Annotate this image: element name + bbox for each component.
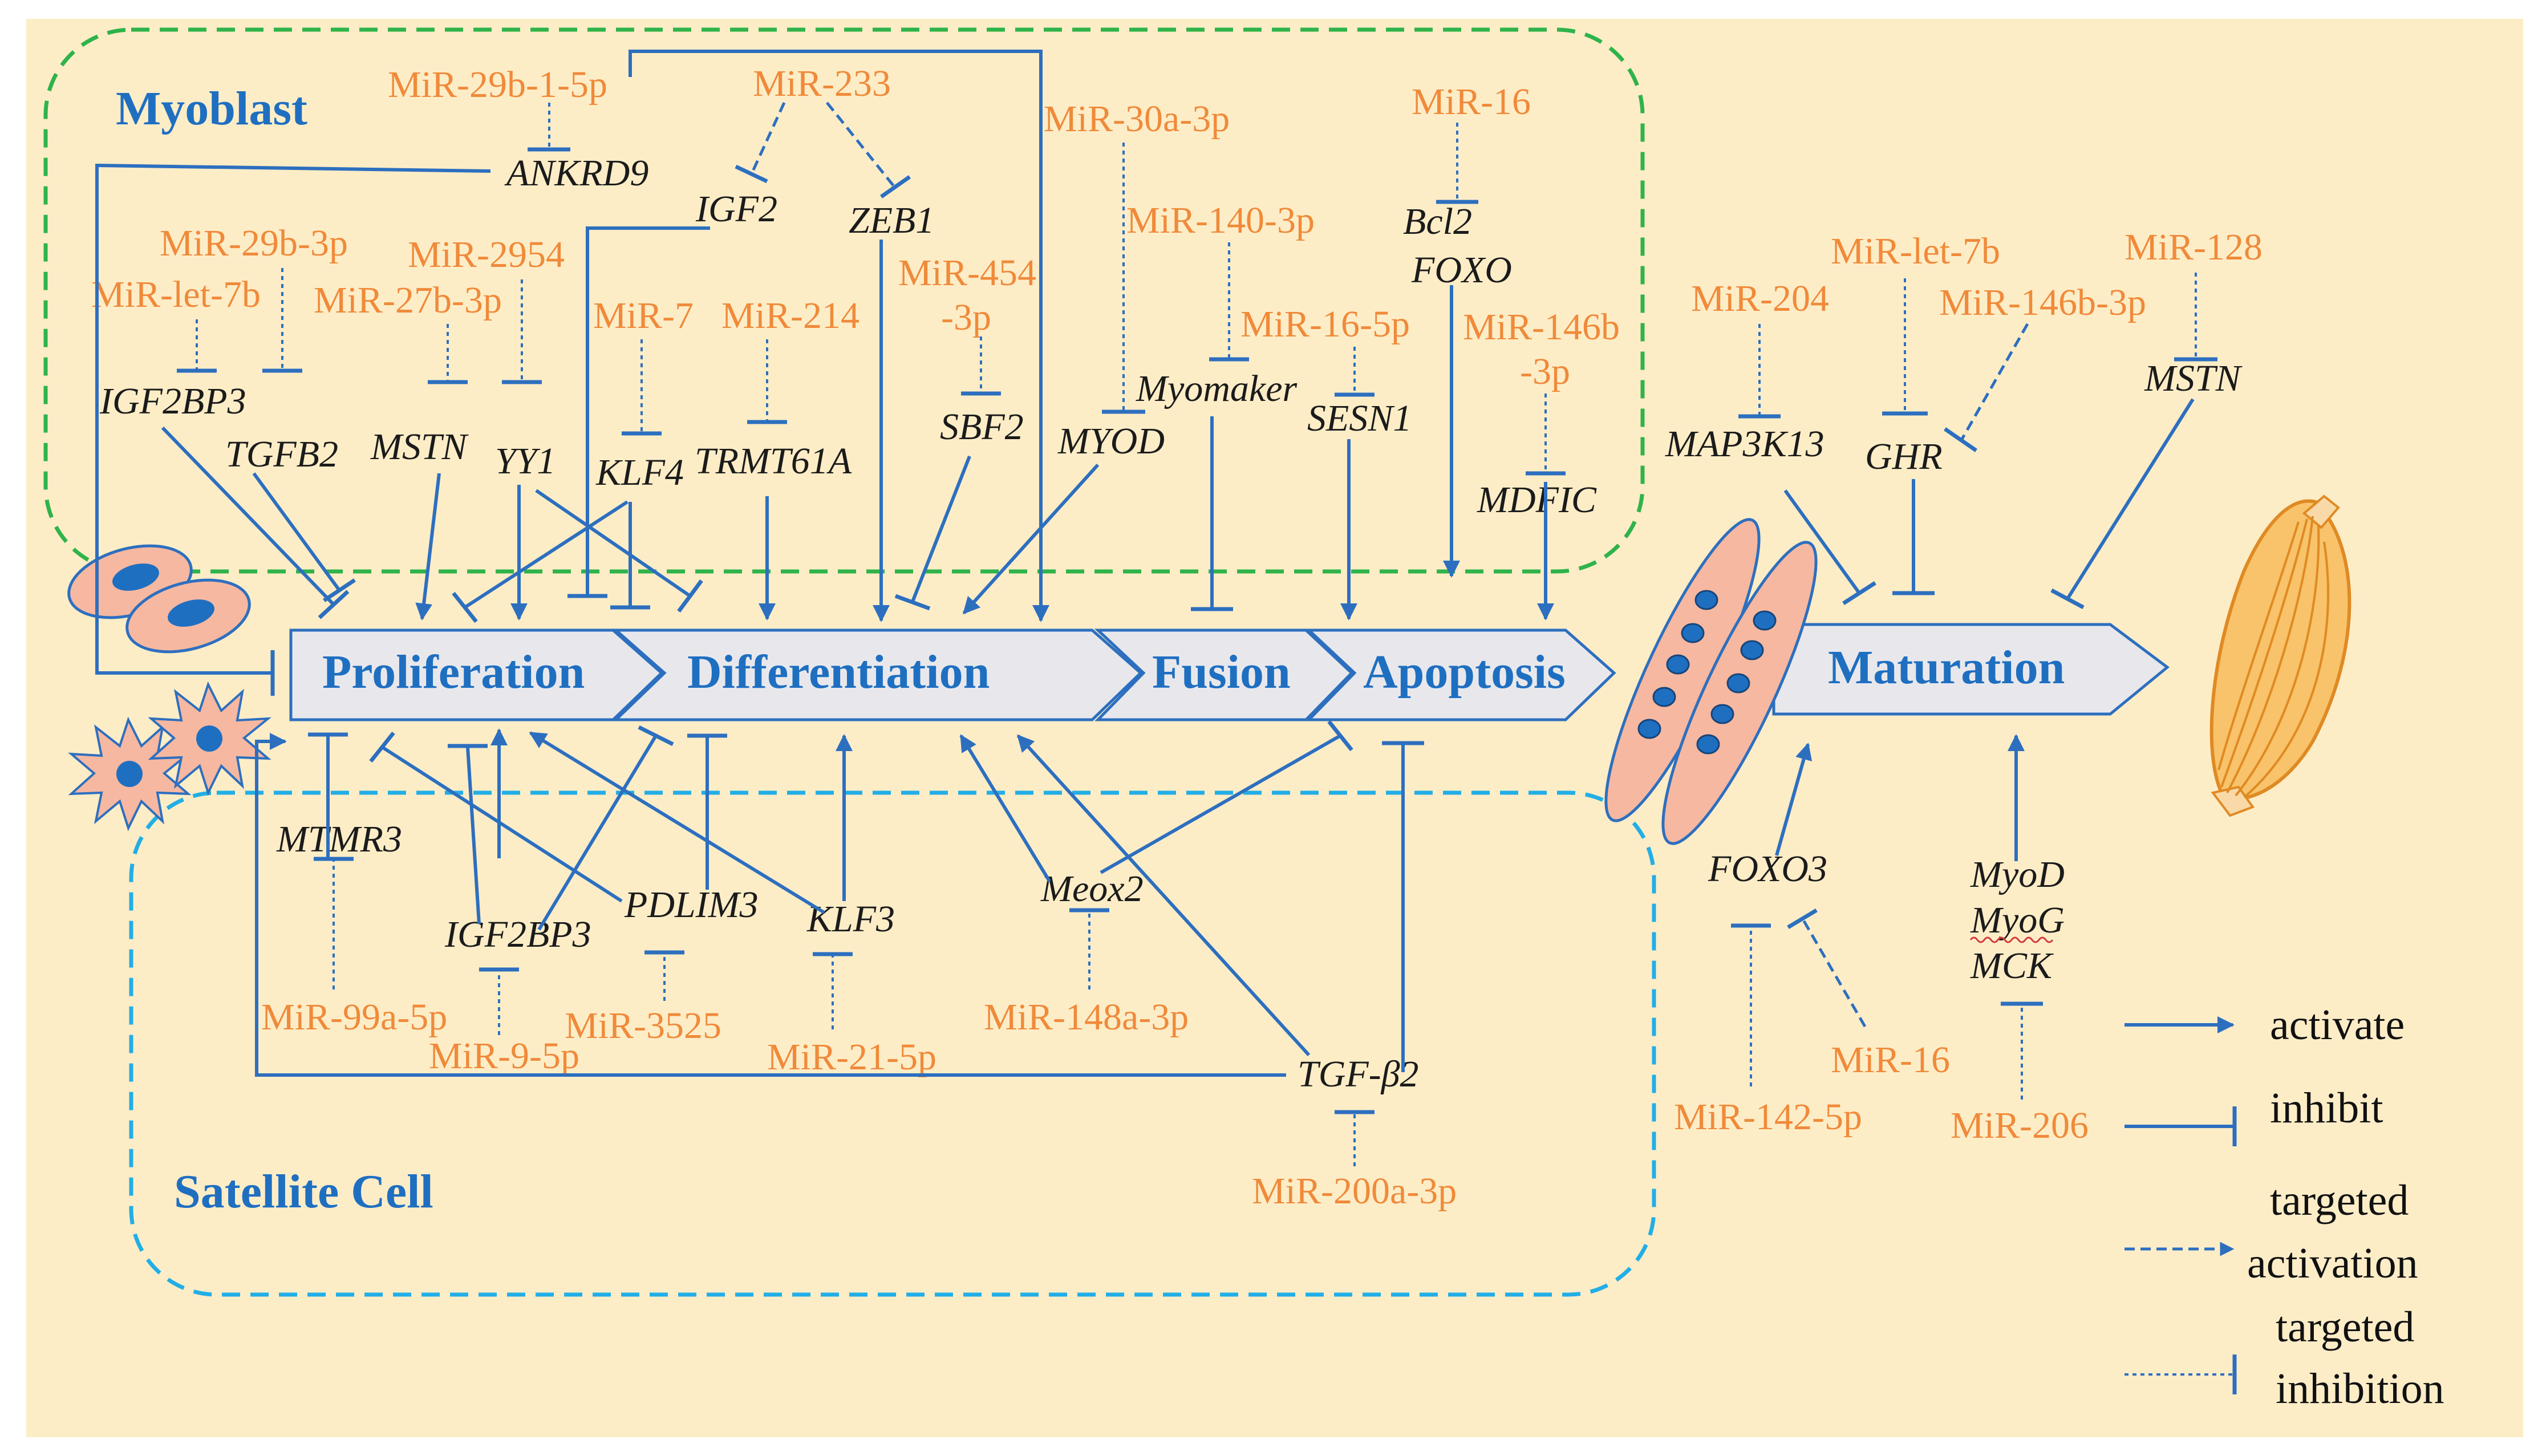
gene-label: Meox2 — [1040, 868, 1144, 910]
mirna-label: MiR-200a-3p — [1252, 1170, 1457, 1212]
mirna-label: MiR-233 — [753, 63, 891, 104]
mirna-label: MiR-454 — [898, 252, 1036, 294]
stage-label-maturation: Maturation — [1828, 641, 2065, 694]
legend: activate inhibit targeted activation tar… — [2124, 1001, 2444, 1413]
gene-label: MSTN — [370, 426, 469, 468]
gene-label: IGF2BP3 — [99, 380, 246, 422]
differentiation-stage-box — [612, 628, 1143, 721]
gene-label: MDFIC — [1477, 479, 1597, 521]
legend-label-inhibition: inhibition — [2276, 1365, 2444, 1413]
gene-label: IGF2 — [695, 188, 777, 230]
mirna-label: MiR-140-3p — [1126, 200, 1315, 241]
mirna-label: MiR-16 — [1412, 81, 1531, 123]
proliferation-stage-box — [289, 628, 664, 721]
gene-label: FOXO3 — [1708, 848, 1827, 890]
mirna-label: MiR-146b-3p — [1939, 282, 2146, 323]
region-label-satellite-cell: Satellite Cell — [174, 1165, 433, 1218]
mirna-label: MiR-21-5p — [767, 1036, 936, 1078]
myoblast-region — [43, 27, 1645, 574]
gene-label: TRMT61A — [695, 440, 852, 482]
stage-label-apoptosis: Apoptosis — [1363, 646, 1566, 699]
spellcheck-underline — [1969, 936, 2054, 943]
mirna-label: MiR-29b-1-5p — [388, 64, 607, 106]
satellite-cells-illustration — [68, 681, 272, 832]
gene-label: MyoG — [1970, 899, 2065, 941]
region-label-myoblast: Myoblast — [116, 82, 307, 135]
gene-label: IGF2BP3 — [444, 914, 591, 955]
stage-label-proliferation: Proliferation — [322, 646, 585, 699]
gene-label: KLF3 — [806, 898, 895, 940]
gene-label: MSTN — [2144, 358, 2243, 399]
mirna-label: MiR-9-5p — [429, 1035, 579, 1077]
mirna-label: MiR-29b-3p — [160, 222, 348, 264]
gene-label: MAP3K13 — [1665, 423, 1825, 465]
mirna-label: MiR-2954 — [408, 234, 565, 275]
apoptosis-stage-box — [1305, 628, 1616, 721]
legend-label-activation: activation — [2247, 1239, 2418, 1287]
gene-label: Myomaker — [1136, 368, 1298, 409]
mirna-label: MiR-16 — [1831, 1039, 1950, 1081]
gene-label: MTMR3 — [276, 818, 402, 860]
mirna-label: MiR-142-5p — [1674, 1096, 1862, 1138]
mirna-label: MiR-3525 — [565, 1005, 721, 1047]
gene-label: GHR — [1865, 436, 1943, 477]
mirna-label: MiR-99a-5p — [261, 996, 447, 1038]
mirna-label: -3p — [941, 297, 991, 338]
stage-label-differentiation: Differentiation — [687, 646, 990, 699]
mirna-label: MiR-204 — [1691, 278, 1829, 319]
myotube-illustration — [1604, 518, 1818, 845]
gene-stage-edges — [95, 50, 2195, 1077]
mirna-label: MiR-16-5p — [1240, 303, 1410, 345]
fusion-stage-box — [1094, 628, 1354, 721]
legend-label-targeted: targeted — [2276, 1303, 2414, 1351]
gene-label: TGF-β2 — [1298, 1053, 1419, 1095]
stage-label-fusion: Fusion — [1152, 646, 1291, 699]
gene-label: FOXO — [1411, 249, 1512, 291]
muscle-fiber-illustration — [2209, 494, 2351, 817]
mirna-label: MiR-206 — [1951, 1105, 2089, 1146]
gene-label: YY1 — [495, 440, 556, 482]
mirna-label: MiR-let-7b — [1831, 230, 2000, 272]
legend-label-targeted: targeted — [2270, 1177, 2409, 1224]
gene-label: TGFB2 — [225, 433, 338, 475]
gene-label: Bcl2 — [1403, 201, 1472, 242]
gene-label: MYOD — [1057, 420, 1165, 462]
gene-label: PDLIM3 — [624, 884, 759, 926]
myoblast-cells-illustration — [67, 544, 251, 654]
mirna-label: MiR-27b-3p — [314, 279, 502, 321]
mirna-label: MiR-30a-3p — [1044, 98, 1230, 140]
gene-label: SESN1 — [1307, 398, 1412, 439]
mirna-target-edges — [177, 102, 2217, 1166]
mirna-label: MiR-128 — [2124, 226, 2263, 268]
satellite-cell-region — [129, 790, 1656, 1297]
gene-label: ZEB1 — [849, 200, 934, 241]
gene-label: KLF4 — [595, 452, 684, 493]
gene-label: MCK — [1970, 945, 2054, 987]
gene-label: SBF2 — [940, 406, 1024, 448]
mirna-label: MiR-7 — [593, 295, 694, 336]
mirna-label: MiR-214 — [721, 295, 859, 336]
diagram-background — [26, 19, 2523, 1437]
mirna-label: -3p — [1520, 351, 1570, 392]
mirna-label: MiR-148a-3p — [984, 996, 1189, 1038]
legend-label-activate: activate — [2270, 1001, 2405, 1049]
gene-label: ANKRD9 — [504, 152, 648, 194]
mirna-label: MiR-let-7b — [91, 274, 261, 315]
legend-label-inhibit: inhibit — [2270, 1084, 2383, 1132]
mirna-label: MiR-146b — [1463, 306, 1620, 348]
